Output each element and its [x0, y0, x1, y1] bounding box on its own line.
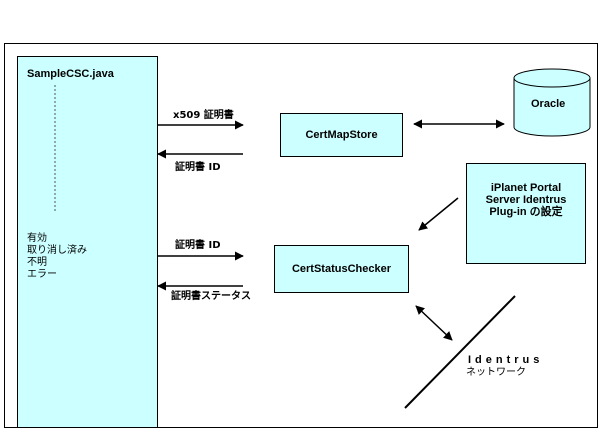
iplanet-label-line1: iPlanet Portal [490, 182, 562, 194]
checker-network-arrow [415, 305, 453, 341]
x509-label: x509 証明書 [173, 110, 234, 121]
certmapstore-box: CertMapStore [280, 113, 403, 157]
oracle-label: Oracle [531, 98, 566, 110]
identrus-network-line [404, 295, 516, 409]
identrus-network-title: Identrus [468, 354, 544, 366]
sample-csc-panel [17, 56, 158, 428]
certid-return-label: 証明書 ID [175, 162, 221, 173]
identrus-network-subtitle: ネットワーク [466, 367, 526, 378]
status-valid: 有効 [27, 233, 47, 244]
cert-status-label: 証明書ステータス [171, 291, 251, 302]
status-error: エラー [27, 269, 57, 280]
iplanet-label-line3: Plug-in の設定 [489, 206, 563, 218]
certmapstore-label: CertMapStore [305, 129, 378, 141]
certid-send-label: 証明書 ID [175, 240, 221, 251]
sample-csc-title: SampleCSC.java [27, 68, 114, 80]
diagram-frame [4, 43, 598, 428]
iplanet-label-line2: Server Identrus [485, 194, 567, 206]
status-revoked: 取り消し済み [27, 245, 87, 256]
iplanet-checker-arrow [418, 197, 459, 231]
certstatuschecker-label: CertStatusChecker [291, 263, 392, 275]
oracle-cylinder [513, 68, 591, 137]
iplanet-config-box: iPlanet Portal Server Identrus Plug-in の… [466, 163, 586, 264]
status-unknown: 不明 [27, 257, 47, 268]
certstatuschecker-box: CertStatusChecker [274, 245, 409, 293]
